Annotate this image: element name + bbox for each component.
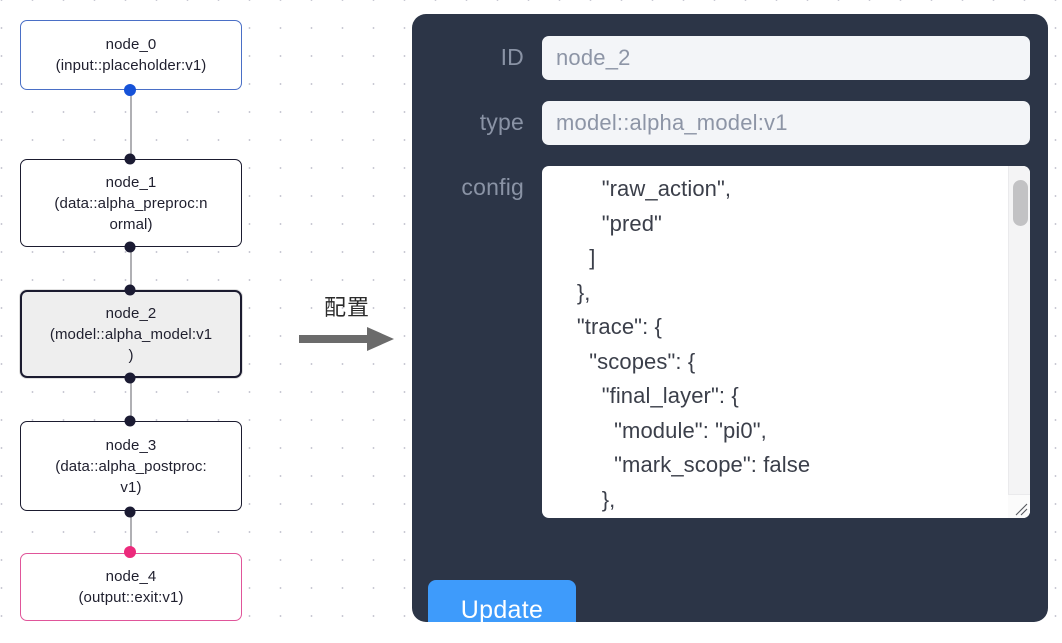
flow-node-label: node_0 (input::placeholder:v1) <box>55 36 207 74</box>
arrow-right-icon <box>292 326 402 357</box>
type-field-label: type <box>479 109 524 135</box>
type-field-control <box>542 101 1030 145</box>
node-handle-node_3-source[interactable] <box>124 506 136 518</box>
config-field-label: config <box>461 174 524 200</box>
config-scrollbar[interactable] <box>1008 166 1030 518</box>
id-field-control <box>542 36 1030 80</box>
edge-node3-node4 <box>130 513 132 551</box>
flow-node-label: node_4 (output::exit:v1) <box>78 568 184 606</box>
node-handle-node_2-target[interactable] <box>124 284 136 296</box>
node-handle-node_0-source[interactable] <box>124 84 136 96</box>
type-input[interactable] <box>542 101 1030 145</box>
config-field-control: "raw_action", "pred" ] }, "trace": { "sc… <box>542 166 1030 518</box>
update-button[interactable]: Update <box>428 580 576 622</box>
node-handle-node_3-target[interactable] <box>124 415 136 427</box>
flow-node-label: node_3 (data::alpha_postproc: v1) <box>55 436 207 496</box>
annotation-label: 配置 <box>323 296 370 321</box>
config-editor[interactable]: "raw_action", "pred" ] }, "trace": { "sc… <box>542 166 1030 518</box>
node-handle-node_2-source[interactable] <box>124 372 136 384</box>
flow-node-label: node_1 (data::alpha_preproc:n ormal) <box>54 173 208 233</box>
edge-node2-node3 <box>130 377 132 419</box>
id-input[interactable] <box>542 36 1030 80</box>
flow-node-node_4[interactable]: node_4 (output::exit:v1) <box>20 553 242 621</box>
node-handle-node_1-target[interactable] <box>124 153 136 165</box>
flow-node-label: node_2 (model::alpha_model:v1 ) <box>49 304 213 364</box>
type-field-row: type <box>430 101 1030 145</box>
flow-node-node_3[interactable]: node_3 (data::alpha_postproc: v1) <box>20 421 242 511</box>
node-config-panel: ID type config "raw_action", "pred" ] },… <box>412 14 1048 622</box>
flow-node-node_1[interactable]: node_1 (data::alpha_preproc:n ormal) <box>20 159 242 247</box>
config-resize-handle[interactable] <box>1008 494 1030 518</box>
flow-node-node_2[interactable]: node_2 (model::alpha_model:v1 ) <box>20 290 242 378</box>
id-field-label: ID <box>500 44 524 70</box>
config-field-row: config "raw_action", "pred" ] }, "trace"… <box>430 166 1030 518</box>
config-scroll-thumb[interactable] <box>1013 180 1028 226</box>
id-field-row: ID <box>430 36 1030 80</box>
annotation-group: 配置 <box>292 296 402 357</box>
node-handle-node_1-source[interactable] <box>124 241 136 253</box>
node-handle-node_4-target[interactable] <box>124 546 136 558</box>
config-textarea[interactable]: "raw_action", "pred" ] }, "trace": { "sc… <box>576 176 811 512</box>
flow-node-node_0[interactable]: node_0 (input::placeholder:v1) <box>20 20 242 90</box>
edge-node1-node2 <box>130 246 132 291</box>
edge-node0-node1 <box>130 89 132 160</box>
